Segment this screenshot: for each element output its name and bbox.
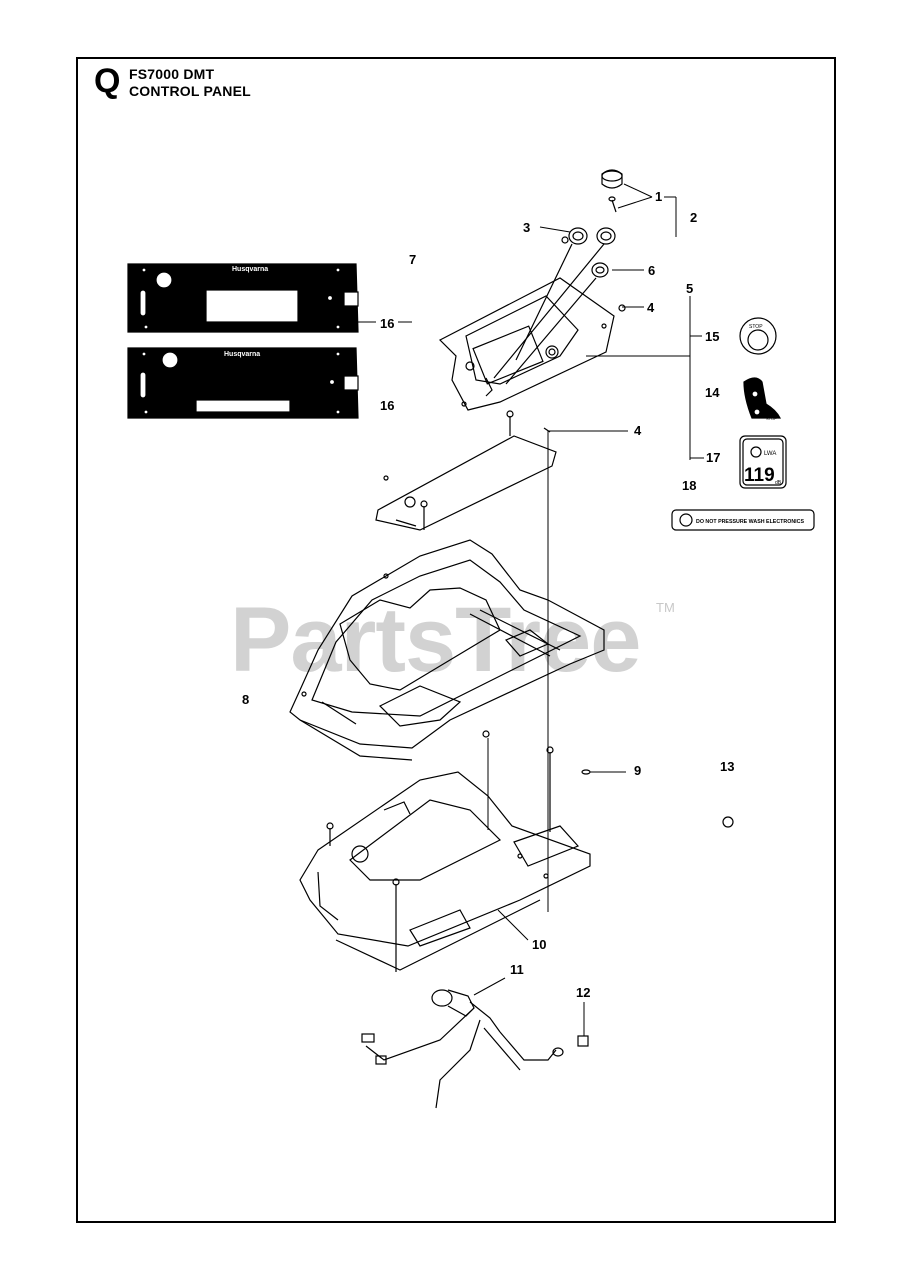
callout-16: 16 [380, 316, 395, 331]
callout-12: 12 [576, 985, 591, 1000]
sound-value: 119 [744, 465, 775, 486]
sound-unit: LWA [764, 451, 776, 457]
lock-decal [743, 377, 781, 419]
warning-decal [671, 509, 815, 531]
callout-16: 16 [380, 398, 395, 413]
callout-4: 4 [647, 300, 655, 315]
callout-13: 13 [720, 759, 735, 774]
connector-parts [493, 227, 626, 385]
callout-2: 2 [690, 210, 698, 225]
callout-8: 8 [242, 692, 250, 707]
callout-10: 10 [532, 937, 547, 952]
diagram-title: CONTROL PANEL [129, 83, 251, 99]
small-clip-parts [581, 769, 734, 828]
sound-suffix: dB [775, 480, 782, 486]
page-frame [76, 57, 836, 1223]
stop-label: STOP [749, 324, 763, 330]
cover-plate [375, 410, 557, 531]
decal-panel-bottom [127, 347, 359, 419]
model-name: FS7000 DMT [129, 66, 215, 82]
callout-7: 7 [409, 252, 417, 267]
callout-3: 3 [523, 220, 531, 235]
callout-17: 17 [706, 450, 721, 465]
stop-label-small: STOP [766, 416, 777, 421]
callout-18: 18 [682, 478, 697, 493]
sound-level-decal [739, 435, 787, 489]
dashboard-housing [289, 539, 605, 761]
callout-6: 6 [648, 263, 656, 278]
control-panel-plate [438, 277, 615, 411]
stop-decal [739, 317, 777, 355]
callout-9: 9 [634, 763, 642, 778]
callout-14: 14 [705, 385, 720, 400]
mounting-bracket [299, 730, 591, 972]
callout-11: 11 [510, 962, 524, 977]
wiring-harness [361, 989, 589, 1109]
watermark-trademark: TM [656, 600, 675, 615]
section-letter: Q [94, 62, 121, 100]
brand-text-top: Husqvarna [232, 266, 268, 273]
callout-4: 4 [634, 423, 642, 438]
brand-text-bottom: Husqvarna [224, 351, 260, 358]
callout-5: 5 [686, 281, 694, 296]
leader-lines [358, 183, 704, 1036]
decal-panel-top [127, 263, 359, 333]
callout-1: 1 [655, 189, 663, 204]
callout-15: 15 [705, 329, 720, 344]
knob-part [601, 169, 623, 213]
warning-decal-text: DO NOT PRESSURE WASH ELECTRONICS [696, 519, 804, 525]
